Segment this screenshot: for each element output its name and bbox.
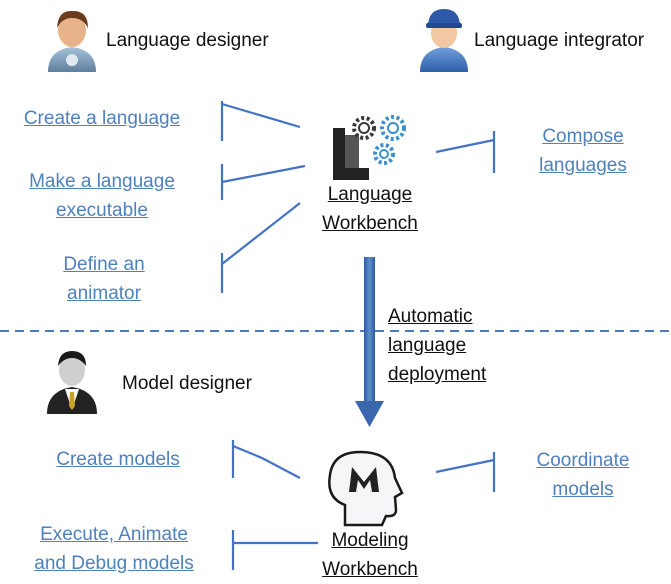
connector-create-language [220, 101, 301, 141]
deployment-label-line3: deployment [388, 364, 487, 385]
deployment-label-line1: Automatic [388, 306, 473, 327]
action-create-models[interactable]: Create models [56, 449, 180, 470]
language-workbench-gears-icon [333, 115, 406, 180]
role-model-designer: Model designer [122, 373, 252, 394]
action-coordinate-models-line2: models [552, 479, 614, 500]
action-define-animator-line1: Define an [63, 254, 145, 275]
action-define-animator-line2: animator [67, 283, 141, 304]
action-create-language[interactable]: Create a language [23, 108, 181, 129]
action-coordinate-models-line1: Coordinate [536, 450, 630, 471]
language-workbench-label-line1: Language [327, 184, 413, 205]
action-coordinate-models[interactable]: Coordinate models [513, 446, 653, 504]
deployment-arrow [355, 257, 384, 427]
language-workbench-label: Language Workbench [305, 180, 435, 238]
modeling-workbench-label: Modeling Workbench [305, 526, 435, 584]
action-make-language-executable-line1: Make a language [29, 171, 175, 192]
connector-execute-animate-debug [231, 530, 318, 570]
action-execute-animate-debug[interactable]: Execute, Animate and Debug models [16, 520, 212, 578]
connector-make-executable [220, 164, 306, 200]
modeling-workbench-label-line2: Workbench [322, 559, 418, 580]
action-define-animator[interactable]: Define an animator [44, 250, 164, 308]
language-integrator-avatar-icon [420, 9, 468, 72]
action-compose-languages[interactable]: Compose languages [513, 122, 653, 180]
connector-define-animator [220, 202, 301, 293]
modeling-workbench-head-icon [328, 450, 404, 527]
model-designer-avatar-icon [47, 351, 97, 414]
action-compose-languages-line1: Compose [542, 126, 624, 147]
language-designer-avatar-icon [48, 10, 96, 72]
action-execute-animate-debug-line1: Execute, Animate [40, 524, 188, 545]
action-execute-animate-debug-line2: and Debug models [34, 553, 194, 574]
deployment-label-line2: language [388, 335, 467, 356]
modeling-workbench-label-line1: Modeling [331, 530, 409, 551]
action-make-language-executable-line2: executable [56, 200, 148, 221]
action-make-language-executable[interactable]: Make a language executable [12, 167, 192, 225]
connector-create-models [231, 440, 301, 479]
role-language-integrator: Language integrator [474, 30, 645, 51]
action-compose-languages-line2: languages [539, 155, 627, 176]
connector-coordinate-models [435, 452, 496, 492]
deployment-label: Automatic language deployment [388, 302, 486, 389]
language-workbench-label-line2: Workbench [322, 213, 418, 234]
role-language-designer: Language designer [106, 30, 269, 51]
connector-compose-languages [435, 131, 496, 173]
